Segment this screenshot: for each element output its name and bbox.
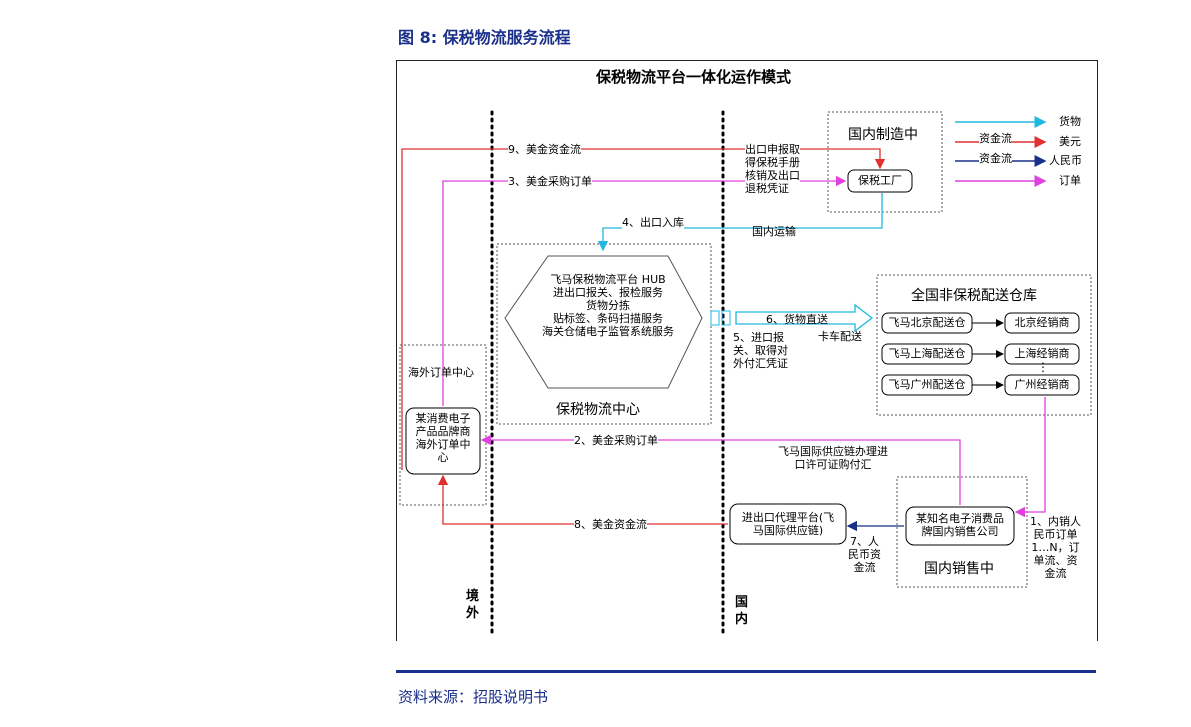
flow-8-label: 8、美金资金流	[574, 518, 647, 531]
flow-6-small-box-1	[710, 310, 720, 326]
flow-7-label: 7、人 民币资 金流	[848, 535, 881, 574]
domestic-manufacturing-label: 国内制造中	[848, 127, 918, 143]
diagram-title: 保税物流平台一体化运作模式	[596, 68, 792, 86]
flow-1-label: 1、内销人 民币订单 1…N，订 单流、资 金流	[1030, 515, 1081, 580]
hub-hexagon	[504, 255, 703, 389]
legend-usd-label: 美元	[1059, 135, 1081, 148]
distributor-sh-box	[1004, 343, 1080, 365]
distributor-sh: 上海经销商	[1014, 347, 1070, 360]
distributor-bj: 北京经销商	[1014, 316, 1070, 329]
flow-6-arrow	[735, 303, 874, 333]
flow-9-label: 9、美金资金流	[508, 143, 581, 156]
bottom-rule	[396, 670, 1096, 673]
flow-9-line	[401, 148, 886, 470]
distributor-gz-box	[1004, 374, 1080, 396]
import-agent-box	[729, 503, 847, 545]
flow-3-label: 3、美金采购订单	[508, 175, 592, 188]
truck-label: 卡车配送	[818, 330, 862, 343]
warehouse-bj: 飞马北京配送仓	[888, 316, 966, 329]
import-agent-label: 进出口代理平台(飞 马国际供应链)	[741, 511, 835, 537]
brand-company-label: 某消费电子 产品品牌商 海外订单中 心	[415, 412, 471, 464]
logistics-center-container	[496, 243, 712, 425]
legend-rmb-label: 人民币	[1049, 154, 1082, 167]
distributor-bj-box	[1004, 312, 1080, 334]
bonded-factory-box	[847, 169, 913, 193]
flow-2-label: 2、美金采购订单	[574, 434, 658, 447]
warehouse-title: 全国非保税配送仓库	[911, 288, 1037, 304]
legend-rmb-line-label: 资金流	[979, 152, 1012, 165]
warehouse-gz: 飞马广州配送仓	[888, 378, 966, 391]
warehouse-sh: 飞马上海配送仓	[888, 347, 966, 360]
export-declare-label: 出口申报取 得保税手册 核销及出口 退税凭证	[745, 143, 800, 195]
flow-6-label: 6、货物直送	[766, 313, 828, 326]
domestic-sales-container	[896, 476, 1028, 588]
bonded-factory-label: 保税工厂	[858, 174, 902, 187]
domestic-region-label: 国 内	[735, 595, 749, 627]
warehouse-container	[876, 274, 1092, 416]
distributor-gz: 广州经销商	[1014, 378, 1070, 391]
manufacturing-container	[827, 111, 943, 213]
figure-source: 资料来源：招股说明书	[398, 688, 549, 706]
flow-4-line	[597, 193, 883, 252]
overseas-region-label: 境 外	[466, 589, 480, 621]
import-permit-label: 飞马国际供应链办理进 口许可证购付汇	[778, 445, 888, 471]
overseas-order-center-label: 海外订单中心	[408, 366, 474, 379]
hub-text: 飞马保税物流平台 HUB 进出口报关、报检服务 货物分拣 贴标签、条码扫描服务 …	[542, 273, 674, 338]
legend-goods-label: 货物	[1059, 115, 1081, 128]
logistics-center-label: 保税物流中心	[556, 402, 640, 418]
flow-3-line	[442, 175, 847, 406]
brand-company-box	[405, 407, 481, 475]
flow-5-label: 5、进口报 关、取得对 外付汇凭证	[733, 331, 788, 370]
flow-2-line	[480, 434, 961, 505]
domestic-transport-label: 国内运输	[752, 225, 796, 238]
flow-6-small-box-2	[721, 310, 731, 326]
sales-company-label: 某知名电子消费品 牌国内销售公司	[916, 512, 1004, 538]
domestic-sales-center-label: 国内销售中	[924, 561, 994, 577]
warehouse-ellipsis: ⋮	[1037, 360, 1049, 374]
flow-1-line	[1014, 397, 1046, 518]
legend-order-label: 订单	[1059, 174, 1081, 187]
sales-company-box	[905, 506, 1015, 546]
flow-4-label: 4、出口入库	[622, 216, 684, 229]
diagram-frame	[396, 60, 1098, 641]
figure-title: 图 8: 保税物流服务流程	[398, 28, 571, 47]
legend-usd-line-label: 资金流	[979, 132, 1012, 145]
